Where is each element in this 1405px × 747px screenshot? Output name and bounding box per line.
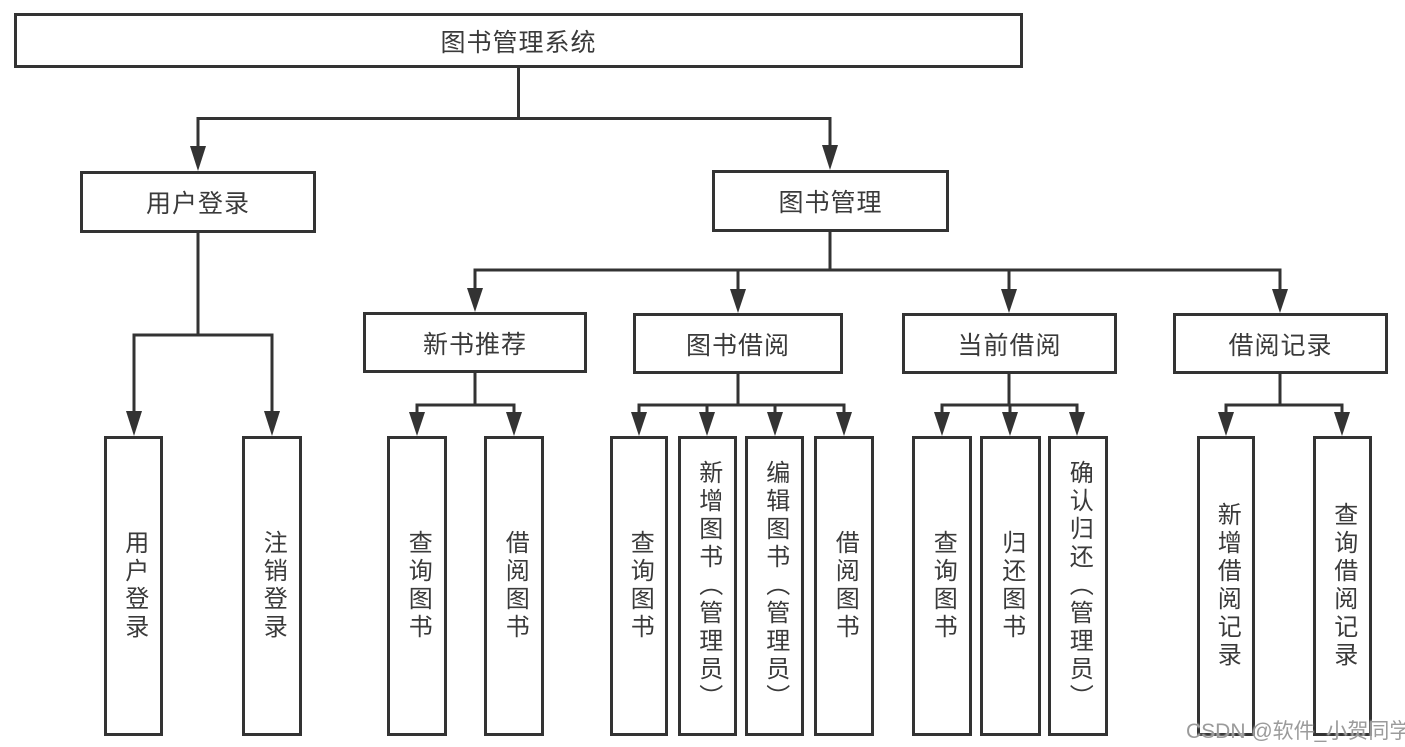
node-user-login-label: 用户登录 — [145, 190, 250, 218]
leaf-cb-query-book: 查询图书 — [912, 436, 972, 736]
leaf-bb-add-book-label: 新增图书（管理员） — [694, 460, 722, 712]
leaf-cb-query-book-label: 查询图书 — [929, 530, 957, 642]
node-root: 图书管理系统 — [14, 13, 1023, 68]
leaf-logout-label: 注销登录 — [259, 530, 287, 642]
leaf-bb-query-book-label: 查询图书 — [626, 530, 654, 642]
leaf-rec-borrow-book: 借阅图书 — [484, 436, 544, 736]
leaf-br-add-record: 新增借阅记录 — [1197, 436, 1255, 736]
node-book-borrow-label: 图书借阅 — [685, 331, 790, 360]
node-new-book-recommend: 新书推荐 — [363, 312, 587, 373]
leaf-br-query-record-label: 查询借阅记录 — [1329, 502, 1357, 670]
leaf-bb-edit-book: 编辑图书（管理员） — [745, 436, 804, 736]
csdn-watermark: CSDN @软件_小贺同学 — [1186, 720, 1405, 743]
leaf-bb-borrow-book-label: 借阅图书 — [831, 530, 859, 642]
node-new-book-recommend-label: 新书推荐 — [422, 330, 527, 359]
leaf-bb-edit-book-label: 编辑图书（管理员） — [761, 460, 789, 712]
leaf-user-login-label: 用户登录 — [120, 530, 148, 642]
node-root-label: 图书管理系统 — [440, 28, 597, 57]
node-book-management: 图书管理 — [712, 170, 949, 232]
leaf-cb-return-book-label: 归还图书 — [997, 530, 1025, 642]
leaf-logout: 注销登录 — [242, 436, 302, 736]
leaf-rec-query-book: 查询图书 — [387, 436, 447, 736]
leaf-cb-return-book: 归还图书 — [980, 436, 1041, 736]
leaf-cb-confirm-return-label: 确认归还（管理员） — [1065, 460, 1093, 712]
leaf-br-add-record-label: 新增借阅记录 — [1213, 502, 1241, 670]
leaf-cb-confirm-return: 确认归还（管理员） — [1048, 436, 1108, 736]
leaf-bb-query-book: 查询图书 — [610, 436, 668, 736]
node-user-login: 用户登录 — [80, 171, 316, 233]
leaf-rec-borrow-book-label: 借阅图书 — [501, 530, 529, 642]
node-current-borrow-label: 当前借阅 — [957, 331, 1062, 360]
node-borrow-record: 借阅记录 — [1173, 313, 1388, 374]
leaf-br-query-record: 查询借阅记录 — [1313, 436, 1372, 736]
node-current-borrow: 当前借阅 — [902, 313, 1117, 374]
node-book-borrow: 图书借阅 — [633, 313, 843, 374]
leaf-rec-query-book-label: 查询图书 — [404, 530, 432, 642]
leaf-user-login: 用户登录 — [104, 436, 163, 736]
node-borrow-record-label: 借阅记录 — [1228, 331, 1333, 360]
leaf-bb-add-book: 新增图书（管理员） — [678, 436, 737, 736]
leaf-bb-borrow-book: 借阅图书 — [814, 436, 874, 736]
node-book-management-label: 图书管理 — [778, 189, 883, 217]
